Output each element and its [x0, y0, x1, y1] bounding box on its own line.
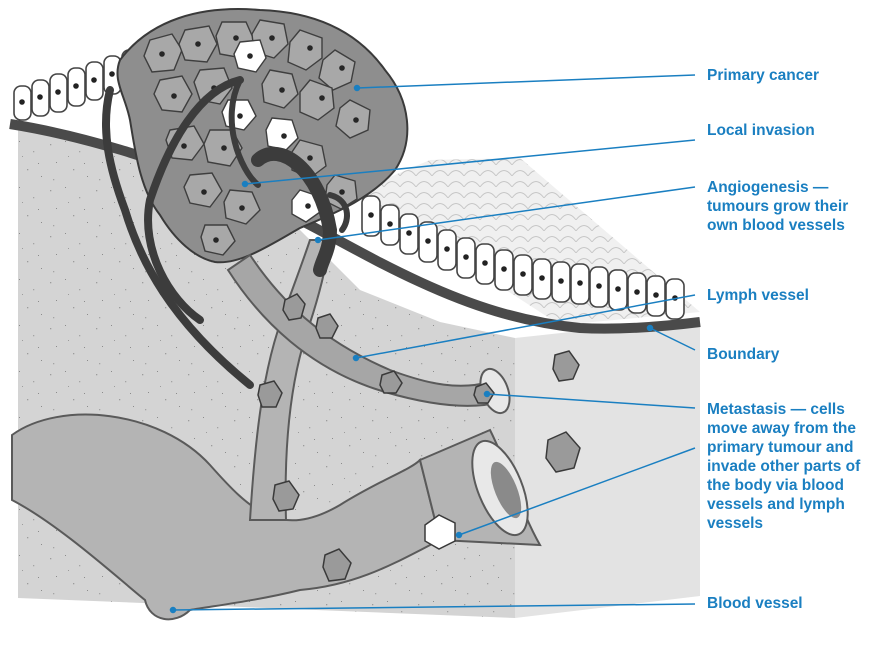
label-boundary: Boundary — [707, 345, 779, 364]
label-local-invasion: Local invasion — [707, 121, 815, 140]
leader-primary-cancer — [357, 75, 695, 88]
tissue-side-face — [515, 318, 700, 618]
label-primary-cancer: Primary cancer — [707, 66, 819, 85]
label-angiogenesis: Angiogenesis — tumours grow their own bl… — [707, 178, 848, 235]
label-blood-vessel: Blood vessel — [707, 594, 803, 613]
label-metastasis: Metastasis — cells move away from the pr… — [707, 400, 860, 533]
label-lymph-vessel: Lymph vessel — [707, 286, 809, 305]
